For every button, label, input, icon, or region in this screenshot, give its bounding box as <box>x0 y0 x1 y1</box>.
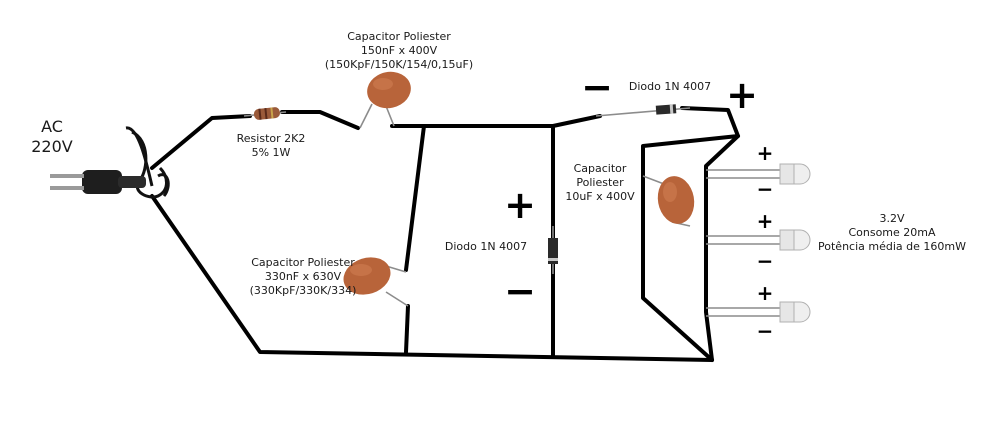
wire-diode-to-positive <box>641 106 740 362</box>
led-2-plus: + <box>757 209 774 233</box>
wires <box>150 106 740 362</box>
capacitor-filter-type2: Poliester <box>576 176 624 189</box>
wire-plug-to-resistor <box>150 114 252 170</box>
wire-vertical-capacitor-lower <box>404 304 410 354</box>
capacitor-filter-type1: Capacitor <box>574 162 627 175</box>
led-3-icon <box>706 301 811 323</box>
diode-middle-icon <box>548 226 558 274</box>
led-3-plus: + <box>757 281 774 305</box>
capacitor-top-type: Capacitor Poliester <box>347 30 451 43</box>
wire-plug-to-bottom <box>150 194 714 362</box>
diode-top-icon <box>595 104 691 117</box>
diode-middle-minus: − <box>504 269 536 313</box>
plug-pin-icon <box>50 186 84 190</box>
led-3-minus: − <box>757 319 774 343</box>
ac-plug <box>50 126 170 199</box>
plug-body-icon <box>82 170 122 194</box>
resistor-icon <box>243 107 287 120</box>
diode-middle-label: Diodo 1N 4007 <box>445 240 527 253</box>
diode-top-label: Diodo 1N 4007 <box>629 80 711 93</box>
wire-led-rail <box>704 134 740 362</box>
capacitor-top-icon <box>359 71 411 129</box>
led-voltage: 3.2V <box>879 212 904 225</box>
capacitor-filter-value: 10uF x 400V <box>565 190 635 203</box>
ac-label: AC <box>41 117 63 136</box>
led-2-icon <box>706 229 811 251</box>
led-2-minus: − <box>757 249 774 273</box>
wire-resistor-to-capacitor <box>280 110 360 130</box>
capacitor-filter-icon <box>642 175 695 227</box>
led-1-icon <box>706 163 811 185</box>
wire-vertical-capacitor-branch <box>404 124 426 272</box>
led-power: Potência média de 160mW <box>818 240 966 253</box>
diode-top-minus: − <box>581 65 613 109</box>
resistor-label-value: Resistor 2K2 <box>237 132 306 145</box>
capacitor-bottom-type: Capacitor Poliester <box>251 256 355 269</box>
voltage-label: 220V <box>31 137 73 156</box>
plug-pin-icon <box>50 174 84 178</box>
led-current: Consome 20mA <box>848 226 936 239</box>
diode-top-plus: + <box>726 73 758 117</box>
resistor-label-rating: 5% 1W <box>252 146 291 159</box>
capacitor-bottom-value: 330nF x 630V <box>265 270 342 283</box>
capacitor-bottom-icon <box>343 257 409 307</box>
capacitor-bottom-codes: (330KpF/330K/334) <box>250 284 357 297</box>
capacitor-top-value: 150nF x 400V <box>361 44 438 57</box>
led-1-minus: − <box>757 177 774 201</box>
capacitor-top-codes: (150KpF/150K/154/0,15uF) <box>325 58 473 71</box>
diode-middle-plus: + <box>504 183 536 227</box>
led-1-plus: + <box>757 141 774 165</box>
